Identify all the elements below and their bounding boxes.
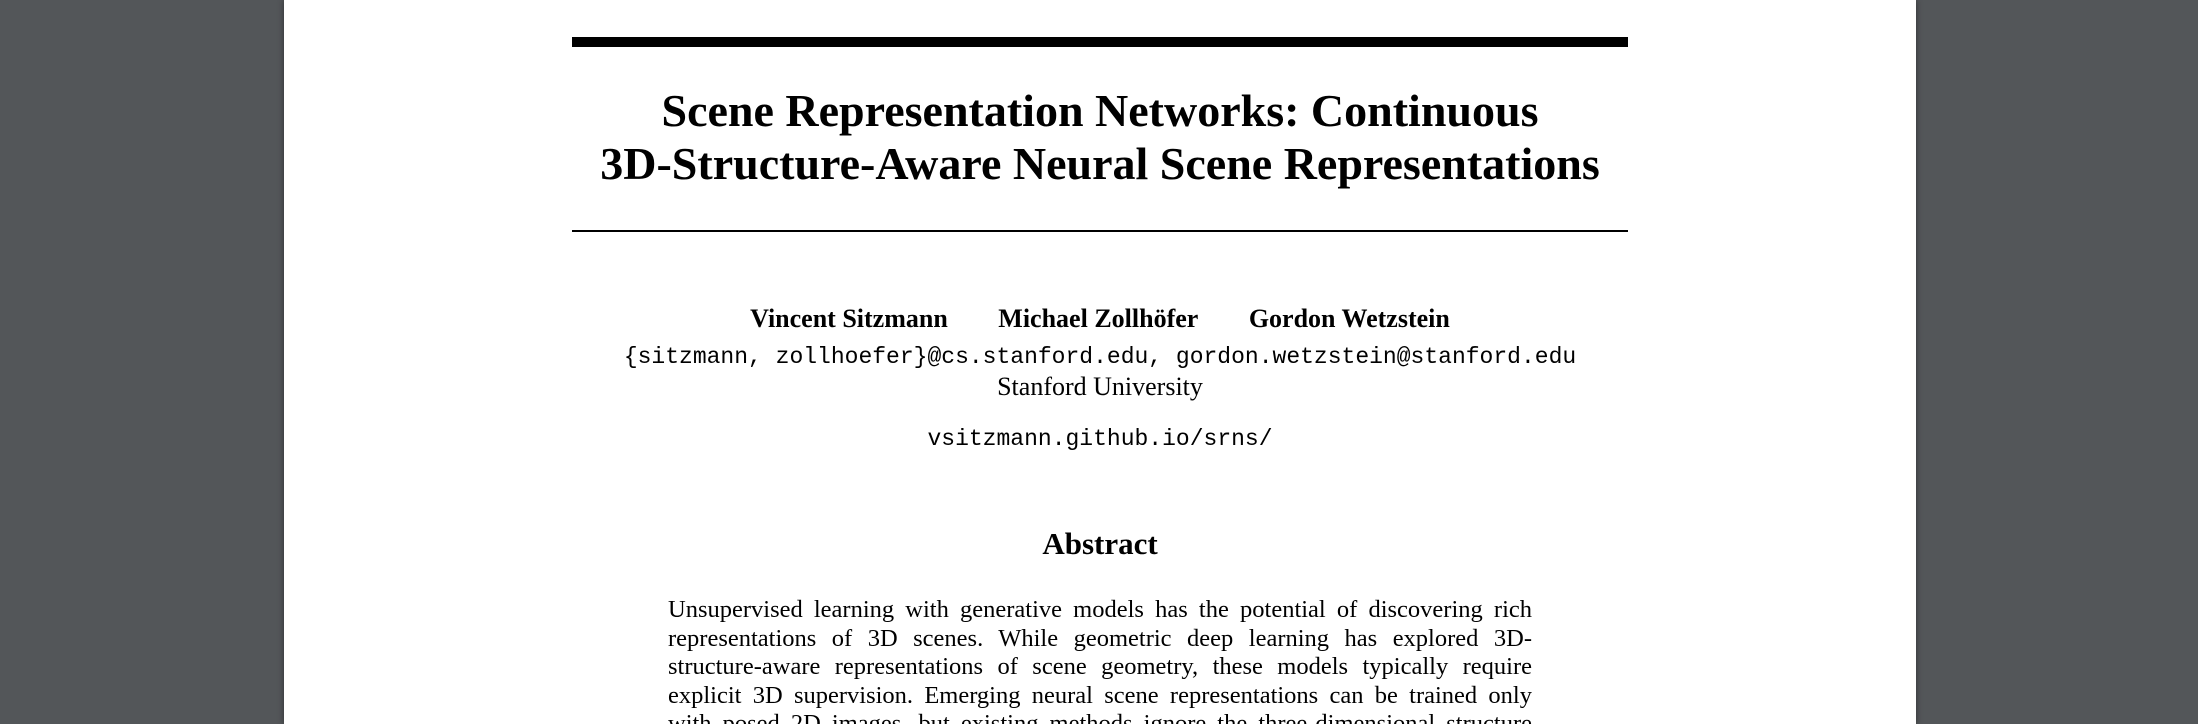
abstract-line: with posed 2D images, but existing metho… bbox=[668, 710, 1532, 724]
author-name: Vincent Sitzmann bbox=[750, 304, 948, 333]
abstract-line: structure-aware representations of scene… bbox=[668, 653, 1532, 680]
title-bottom-rule bbox=[572, 230, 1628, 232]
project-url[interactable]: vsitzmann.github.io/srns/ bbox=[927, 426, 1273, 452]
author-emails: {sitzmann, zollhoefer}@cs.stanford.edu, … bbox=[623, 344, 1577, 370]
abstract-heading: Abstract bbox=[1042, 526, 1158, 561]
abstract-line: Unsupervised learning with generative mo… bbox=[668, 596, 1532, 623]
author-list: Vincent Sitzmann Michael Zollhöfer Gordo… bbox=[284, 302, 1916, 336]
affiliation: Stanford University bbox=[997, 372, 1203, 401]
abstract-line: explicit 3D supervision. Emerging neural… bbox=[668, 681, 1532, 709]
paper-title: Scene Representation Networks: Continuou… bbox=[284, 84, 1916, 190]
title-line-2: 3D-Structure-Aware Neural Scene Represen… bbox=[600, 138, 1600, 189]
author-name: Gordon Wetzstein bbox=[1248, 304, 1450, 333]
abstract-body: Unsupervised learning with generative mo… bbox=[668, 596, 1532, 724]
pdf-page: Scene Representation Networks: Continuou… bbox=[284, 0, 1916, 724]
title-top-rule bbox=[572, 37, 1628, 47]
author-name: Michael Zollhöfer bbox=[998, 304, 1199, 333]
title-line-1: Scene Representation Networks: Continuou… bbox=[661, 85, 1539, 136]
abstract-line: representations of 3D scenes. While geom… bbox=[668, 624, 1532, 652]
